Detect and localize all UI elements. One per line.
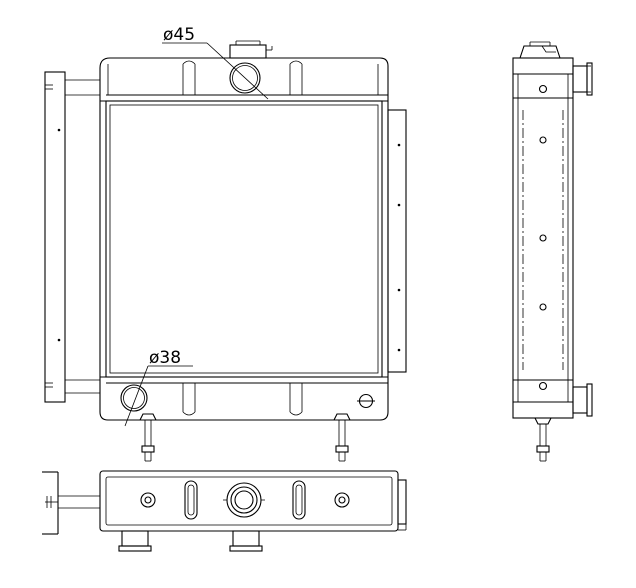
dimension-upper-outlet: ø45 xyxy=(162,25,269,100)
bottom-slot-left xyxy=(184,480,198,520)
mounting-stud-left xyxy=(139,413,157,462)
bottom-tank xyxy=(100,376,388,416)
front-view: ø45 ø38 xyxy=(44,25,407,462)
dimension-label-upper: ø45 xyxy=(163,25,195,45)
bottom-slot-right xyxy=(292,480,306,520)
radiator-body xyxy=(99,57,389,421)
bottom-bolt-right xyxy=(334,492,350,508)
bottom-left-bracket xyxy=(42,471,100,535)
dimension-label-lower: ø38 xyxy=(149,348,181,368)
side-upper-outlet xyxy=(572,62,593,96)
bottom-outlet-left xyxy=(118,530,152,552)
left-side-bracket xyxy=(44,71,100,403)
bottom-view xyxy=(42,470,407,552)
side-mounting-stud xyxy=(534,417,552,462)
side-filler-cap xyxy=(519,41,561,59)
dimension-lower-outlet: ø38 xyxy=(124,348,193,427)
mounting-stud-right xyxy=(333,413,351,462)
right-side-bracket xyxy=(387,109,407,373)
side-body xyxy=(512,57,574,419)
lower-outlet xyxy=(120,384,148,412)
drain-plug xyxy=(357,393,375,409)
bottom-filler-neck xyxy=(223,482,265,518)
side-bolts xyxy=(538,84,548,391)
top-tank xyxy=(100,60,388,102)
side-view xyxy=(512,41,593,462)
side-lower-outlet xyxy=(572,383,593,417)
bottom-outlet-right xyxy=(229,530,263,552)
radiator-core xyxy=(105,100,383,378)
upper-outlet xyxy=(229,62,261,94)
bottom-bolt-left xyxy=(140,492,156,508)
filler-cap xyxy=(229,40,273,59)
bottom-right-bracket xyxy=(397,479,407,531)
